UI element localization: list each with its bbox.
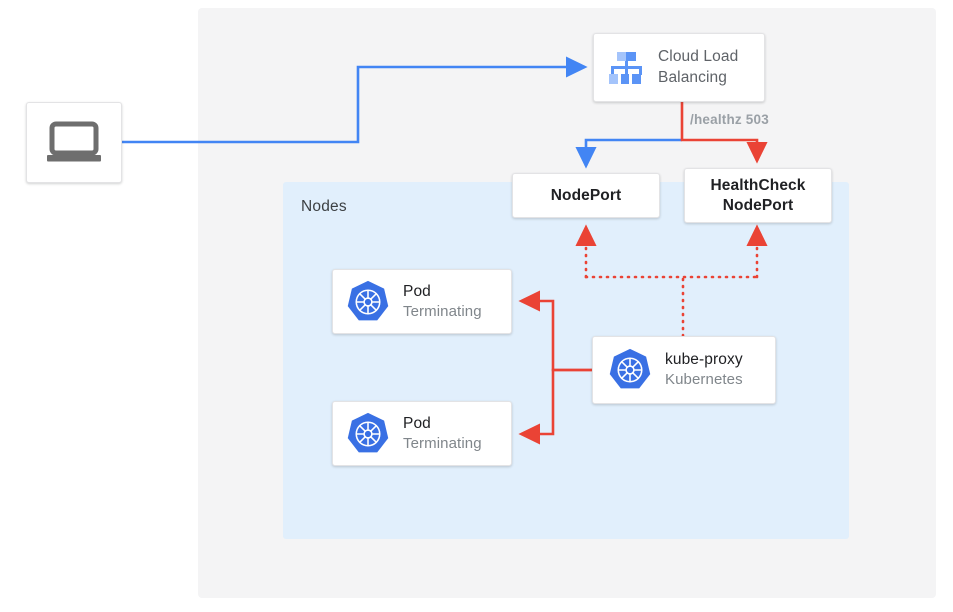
- kube-proxy-title: kube-proxy: [665, 351, 743, 369]
- load-balancer-icon: [609, 51, 642, 84]
- node-nodeport[interactable]: NodePort: [512, 173, 660, 218]
- clb-title-line2: Balancing: [658, 68, 727, 86]
- healthz-edge-label: /healthz 503: [690, 112, 769, 127]
- node-kube-proxy[interactable]: kube-proxy Kubernetes: [592, 336, 776, 404]
- node-client-laptop[interactable]: [26, 102, 122, 183]
- pod-1-title: Pod: [403, 282, 431, 300]
- clb-title-line1: Cloud Load: [658, 47, 739, 65]
- kubernetes-icon: [347, 280, 389, 320]
- kube-proxy-text: kube-proxy Kubernetes: [665, 350, 743, 390]
- nodeport-label: NodePort: [550, 186, 622, 204]
- node-pod-terminating-1[interactable]: Pod Terminating: [332, 269, 512, 334]
- node-pod-terminating-2[interactable]: Pod Terminating: [332, 401, 512, 466]
- kube-proxy-subtitle: Kubernetes: [665, 371, 743, 389]
- pod-2-status: Terminating: [403, 434, 482, 452]
- hcnp-title-line1: HealthCheck: [710, 177, 806, 195]
- pod-2-title: Pod: [403, 414, 431, 432]
- laptop-icon: [47, 121, 101, 161]
- hcnp-title-line2: NodePort: [722, 196, 794, 214]
- node-healthcheck-nodeport[interactable]: HealthCheck NodePort: [684, 168, 832, 223]
- pod-2-text: Pod Terminating: [403, 414, 482, 454]
- kubernetes-icon: [347, 412, 389, 452]
- node-cloud-load-balancing[interactable]: Cloud Load Balancing: [593, 33, 765, 102]
- pod-1-status: Terminating: [403, 302, 482, 320]
- kubernetes-icon: [609, 348, 651, 389]
- cloud-load-balancing-label: Cloud Load Balancing: [658, 47, 738, 89]
- pod-1-text: Pod Terminating: [403, 282, 482, 322]
- nodes-region-label: Nodes: [301, 198, 347, 215]
- healthcheck-nodeport-label: HealthCheck NodePort: [711, 176, 806, 215]
